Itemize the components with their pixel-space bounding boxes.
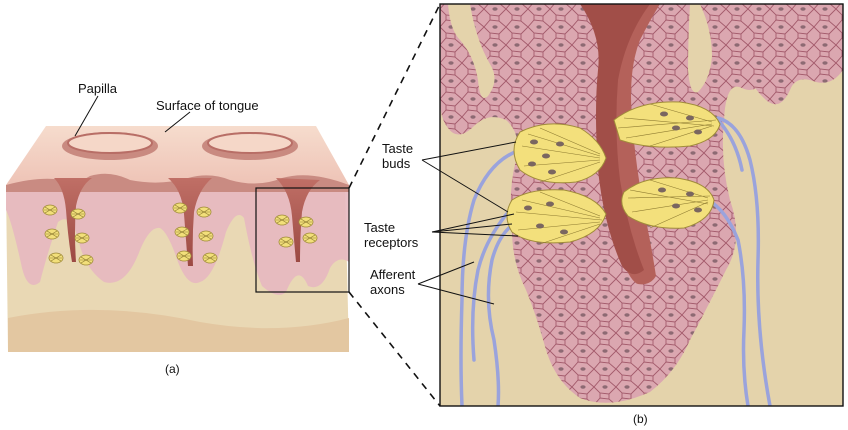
- label-papilla: Papilla: [78, 81, 118, 96]
- epithelium-a: [6, 185, 349, 295]
- epithelium-b-right: [730, 4, 843, 105]
- panel-b-frame: [439, 3, 844, 407]
- tongue-block-a: [6, 126, 350, 352]
- label-afferent-axons: Afferent axons: [370, 267, 416, 297]
- taste-bud-upper-right: [613, 101, 721, 148]
- groove-3: [276, 178, 320, 262]
- panel-b: [439, 3, 844, 407]
- zoom-line-bottom: [348, 291, 441, 407]
- groove-2: [168, 178, 212, 266]
- afferent-nerves: [459, 116, 772, 406]
- caption-a: (a): [165, 362, 180, 376]
- taste-bud-upper-left: [513, 123, 607, 184]
- leader-lines: [74, 95, 519, 305]
- groove-1: [54, 178, 92, 262]
- tan-lobe-1: [448, 4, 495, 98]
- label-taste-receptors: Taste receptors: [364, 220, 419, 250]
- taste-bud-lower-right: [621, 177, 715, 229]
- papilla-left: [62, 132, 158, 160]
- label-taste-buds: Taste buds: [382, 141, 414, 171]
- papilla-right: [202, 132, 298, 160]
- zoom-box: [255, 187, 350, 293]
- caption-b: (b): [633, 412, 648, 426]
- tan-lobe-2: [688, 4, 712, 93]
- taste-bud-lower-left: [506, 189, 607, 245]
- deep-layer-band: [8, 309, 349, 352]
- label-surface-of-tongue: Surface of tongue: [156, 98, 259, 113]
- zoom-line-top: [348, 3, 441, 189]
